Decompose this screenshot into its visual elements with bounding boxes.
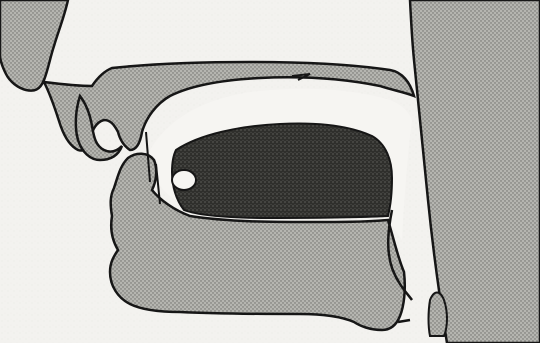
tongue-tip-bubble: [172, 170, 196, 190]
tongue-dark-region: [172, 124, 392, 219]
larynx-shape: [429, 293, 448, 337]
